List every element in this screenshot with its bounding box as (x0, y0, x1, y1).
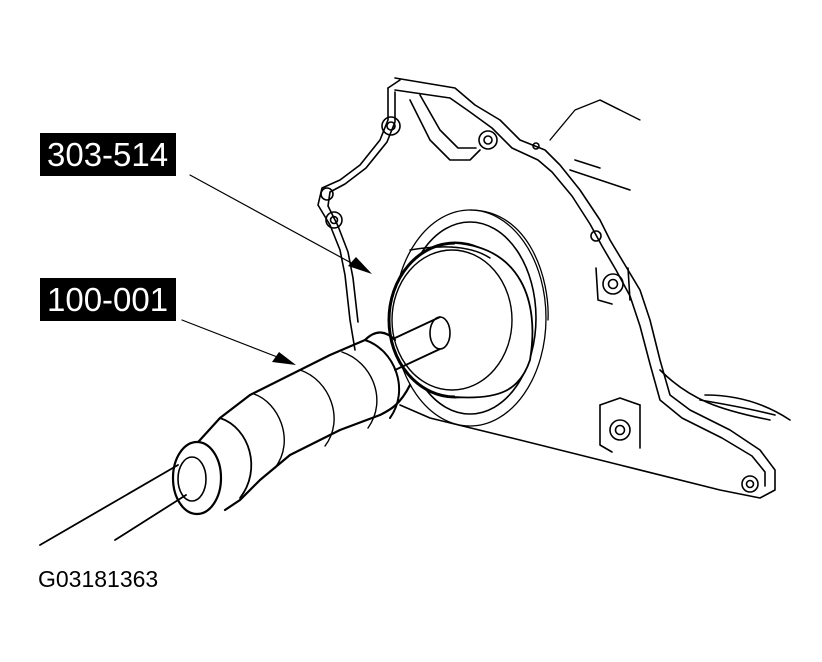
arrowheads (272, 257, 372, 365)
figure-id-label: G03181363 (38, 566, 159, 592)
engine-cover-plate (317, 77, 791, 499)
leader-lines (181, 174, 356, 361)
callout-label-303-514: 303-514 (40, 133, 177, 176)
slide-hammer-tool (39, 316, 441, 546)
seal-installer-tool (387, 241, 534, 399)
callout-label-100-001: 100-001 (40, 278, 177, 321)
